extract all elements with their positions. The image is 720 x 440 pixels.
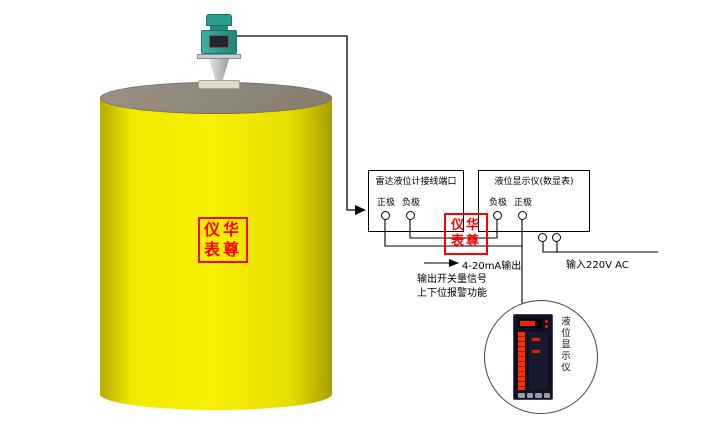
radar-terminal-box: 雷达液位计接线端口 正极 负极 (368, 170, 464, 232)
indicator-led-2 (545, 325, 548, 328)
signal-wire-negative (409, 219, 498, 239)
sensor-cable-arrowhead (355, 205, 366, 215)
tank-body (100, 98, 332, 394)
led-digits (520, 321, 535, 326)
tank-mounting-flange (198, 80, 240, 89)
tank-top-ellipse (100, 82, 332, 114)
power-terminal-circle-2 (552, 233, 561, 242)
sensor-flange (197, 54, 241, 59)
callout-vertical-label: 液位显示仪 (559, 316, 570, 374)
power-terminal-circle-1 (538, 233, 547, 242)
terminal-label-negative: 负极 (489, 198, 508, 208)
terminal-label-positive: 正极 (377, 198, 396, 208)
watermark-row: 表尊 (450, 234, 481, 249)
label-power-input: 输入220V AC (566, 260, 629, 271)
panel-button (518, 393, 525, 398)
panel-button (526, 393, 533, 398)
radar-terminal-box-title: 雷达液位计接线端口 (375, 177, 457, 187)
tank-bottom-ellipse (100, 378, 332, 410)
level-bargraph (518, 332, 525, 390)
label-4-20ma-output: 4-20mA输出 (462, 261, 522, 272)
display-instrument-panel (513, 314, 553, 400)
watermark-row: 仪华 (450, 217, 481, 233)
watermark-tank: 仪华 表尊 (198, 217, 248, 263)
watermark-wiring: 仪华 表尊 (444, 213, 488, 255)
sensor-display-window (209, 35, 229, 48)
display-terminal-box: 液位显示仪(数显表) 负极 正极 (478, 170, 590, 232)
sensor-cable-wire (237, 35, 356, 211)
indicator-led-1 (545, 320, 548, 323)
label-switch-signal: 输出开关量信号 上下位报警功能 (417, 273, 487, 301)
terminal-label-negative: 负极 (402, 198, 421, 208)
terminal-circle-negative (493, 211, 502, 220)
terminal-circle-negative (406, 211, 415, 220)
sensor-neck (210, 26, 228, 31)
terminal-circle-positive (381, 211, 390, 220)
display-instrument-callout: 液位显示仪 (484, 300, 598, 414)
label-switch-signal-line1: 输出开关量信号 (417, 274, 487, 285)
label-switch-signal-line2: 上下位报警功能 (417, 288, 487, 299)
power-wire (542, 242, 658, 253)
watermark-row: 仪华 (203, 220, 242, 239)
panel-buttons (518, 393, 550, 398)
radar-sensor-housing (201, 30, 237, 54)
panel-markings (532, 338, 540, 341)
signal-wire-positive (384, 219, 523, 247)
output-arrowhead (449, 259, 459, 267)
panel-secondary-area (529, 332, 548, 390)
watermark-row: 表尊 (203, 240, 242, 259)
terminal-label-positive: 正极 (514, 198, 533, 208)
panel-button (535, 393, 542, 398)
panel-button (543, 393, 550, 398)
terminal-circle-positive (518, 211, 527, 220)
display-terminal-box-title: 液位显示仪(数显表) (494, 177, 574, 187)
sensor-terminal-cap (206, 14, 232, 26)
